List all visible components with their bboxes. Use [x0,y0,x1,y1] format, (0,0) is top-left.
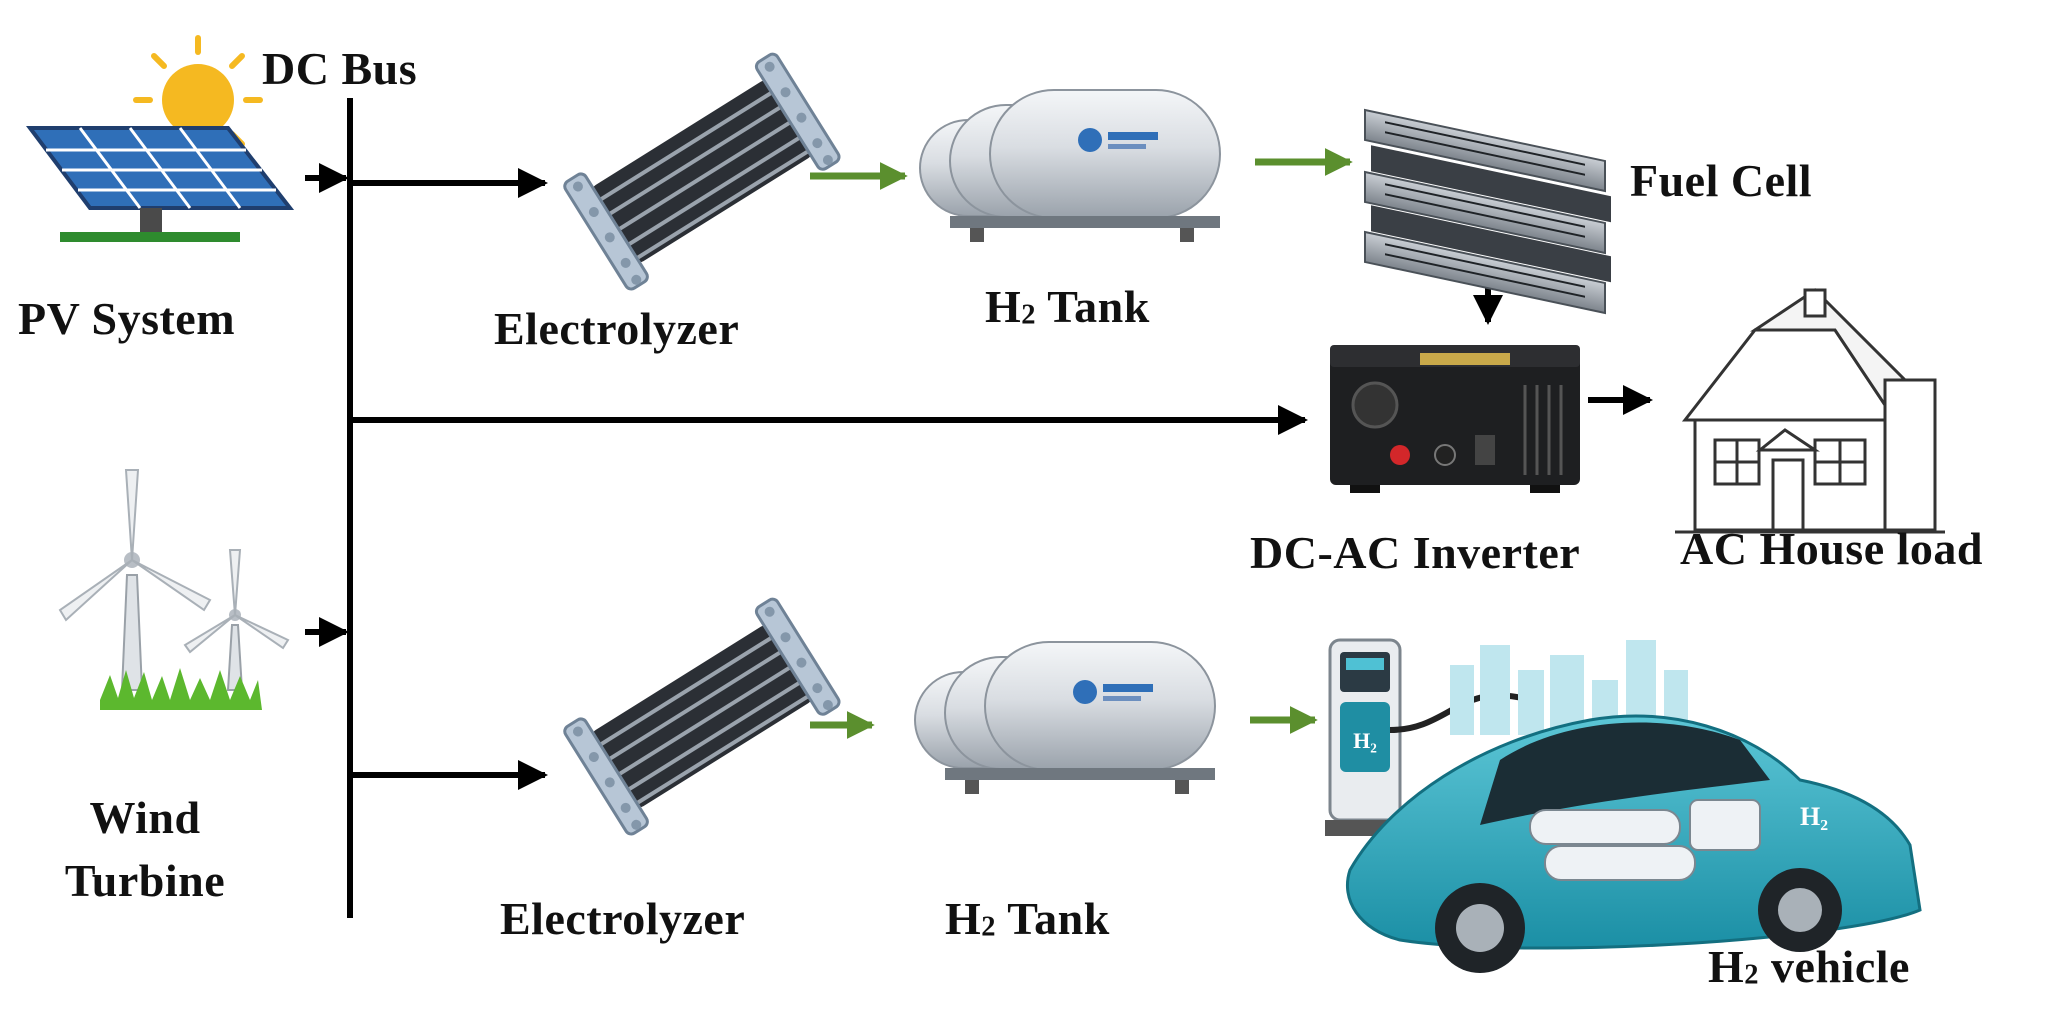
wind-turbine-label-line1: Wind [89,792,201,843]
fuel-cell-stack-icon [1364,108,1611,315]
hydrogen-tank-icon [919,89,1221,242]
dc-bus-label: DC Bus [262,43,418,94]
h2-tank-bottom-suffix: Tank [996,893,1110,944]
hydrogen-tank-icon [914,641,1216,794]
pv-system-label: PV System [18,293,236,344]
wind-turbine-icon [58,469,290,710]
fuel-cell-label: Fuel Cell [1630,155,1813,206]
h2-vehicle-subscript: 2 [1744,959,1760,991]
h2-tank-top-prefix: H [985,281,1022,332]
inverter-box-icon [1330,345,1580,493]
house-icon [1675,288,1945,534]
h2-vehicle-suffix: vehicle [1759,941,1910,992]
h2-tank-top-subscript: 2 [1021,299,1037,331]
inverter-label: DC-AC Inverter [1250,527,1581,578]
h2-vehicle-prefix: H [1708,941,1745,992]
wind-turbine-label: Wind Turbine [40,786,250,913]
electrolyzer-icon [563,52,841,291]
electrolyzer-top-label: Electrolyzer [494,303,740,354]
svg-text:H₂: H₂ [1800,802,1828,831]
svg-text:H₂: H₂ [1353,728,1377,753]
h2-tank-bottom-subscript: 2 [981,911,997,943]
solar-panel-icon [26,35,295,242]
house-load-label: AC House load [1680,523,1983,574]
hydrogen-car-icon: H₂ [1345,640,1922,973]
wind-turbine-label-line2: Turbine [64,855,226,907]
electrolyzer-bottom-label: Electrolyzer [500,893,746,944]
h2-tank-top-suffix: Tank [1036,281,1150,332]
h2-vehicle-label: H2 vehicle [1708,944,1910,990]
h2-tank-bottom-label: H2 Tank [945,896,1110,942]
h2-tank-top-label: H2 Tank [985,284,1150,330]
electrolyzer-icon [563,597,841,836]
h2-tank-bottom-prefix: H [945,893,982,944]
